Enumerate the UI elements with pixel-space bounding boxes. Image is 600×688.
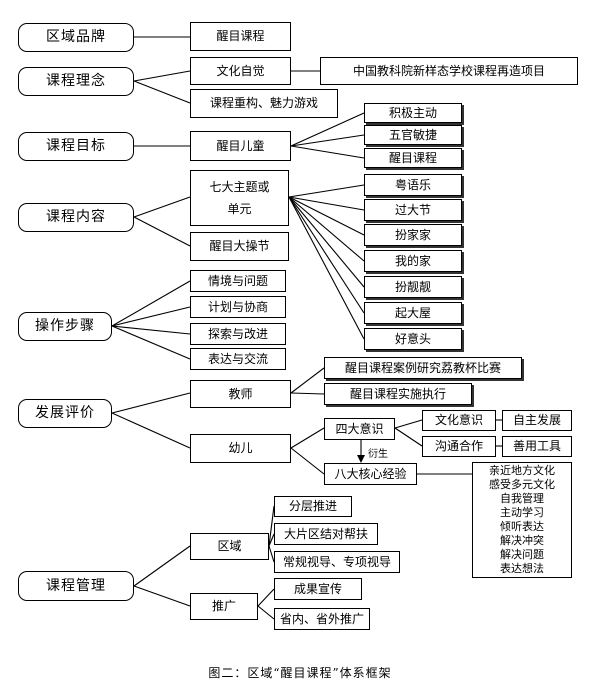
goal-trait-item: 醒目课程: [364, 148, 462, 168]
brand-xingmu-course: 醒目课程: [190, 22, 291, 51]
step-item: 情境与问题: [190, 270, 286, 292]
core-list-item: 主动学习: [500, 505, 544, 519]
core-list-item: 倾听表达: [500, 520, 544, 533]
evaluation-teacher-item: 醒目课程实施执行: [324, 383, 472, 405]
core-list-item: 亲近地方文化: [489, 463, 555, 477]
category-steps: 操作步骤: [18, 312, 112, 341]
category-management: 课程管理: [18, 571, 134, 601]
core-list-item: 解决问题: [500, 548, 544, 562]
content-theme-item: 扮家家: [364, 224, 462, 246]
category-evaluation: 发展评价: [18, 399, 112, 428]
category-content: 课程内容: [18, 203, 134, 232]
category-concept: 课程理念: [18, 67, 134, 96]
core-list-item: 表达想法: [500, 562, 544, 576]
goal-trait-item: 积极主动: [364, 103, 462, 123]
evaluation-eight-core: 八大核心经验: [324, 463, 417, 485]
goal-trait-item: 五官敏捷: [364, 125, 462, 145]
content-theme-item: 过大节: [364, 199, 462, 221]
concept-project: 中国教科院新样态学校课程再造项目: [320, 57, 578, 85]
content-theme-item: 好意头: [364, 328, 462, 350]
content-theme-item: 扮靓靓: [364, 276, 462, 298]
management-promotion-item: 省内、省外推广: [274, 608, 370, 630]
management-region-item: 常规视导、专项视导: [274, 551, 400, 573]
step-item: 探索与改进: [190, 323, 286, 345]
goal-xingmu-children: 醒目儿童: [190, 131, 291, 161]
management-region-item: 分层推进: [274, 496, 352, 517]
evaluation-child: 幼儿: [190, 434, 291, 463]
evaluation-teacher: 教师: [190, 380, 291, 408]
concept-reconstruct: 课程重构、魅力游戏: [190, 89, 338, 118]
evaluation-core-list: 亲近地方文化 感受多元文化 自我管理 主动学习 倾听表达 解决冲突 解决问题 表…: [472, 462, 572, 578]
figure-caption: 图二：区域“醒目课程”体系框架: [208, 666, 392, 680]
evaluation-teacher-item: 醒目课程案例研究荔教杯比赛: [324, 357, 522, 379]
evaluation-use-tools: 善用工具: [502, 436, 572, 457]
content-seven-themes: 七大主题或 单元: [190, 170, 289, 226]
content-seven-themes-line2: 单元: [227, 202, 252, 216]
content-theme-item: 起大屋: [364, 302, 462, 324]
content-theme-item: 我的家: [364, 250, 462, 272]
step-item: 计划与协商: [190, 296, 286, 318]
step-item: 表达与交流: [190, 348, 286, 370]
management-promotion-item: 成果宣传: [274, 578, 362, 600]
management-promotion: 推广: [190, 593, 258, 620]
evaluation-derive-note: 衍生: [368, 449, 388, 460]
evaluation-communication: 沟通合作: [422, 436, 496, 457]
category-brand: 区域品牌: [18, 23, 134, 52]
core-list-item: 感受多元文化: [489, 477, 555, 491]
management-region: 区域: [190, 533, 269, 560]
evaluation-cultural-sense: 文化意识: [422, 410, 496, 431]
core-list-item: 解决冲突: [500, 534, 544, 548]
management-region-item: 大片区结对帮扶: [274, 523, 378, 545]
evaluation-four-awareness: 四大意识: [324, 418, 395, 440]
content-seven-themes-line1: 七大主题或: [209, 179, 270, 194]
content-theme-item: 粤语乐: [364, 174, 462, 196]
content-big-festival: 醒目大操节: [190, 232, 289, 261]
core-list-item: 自我管理: [500, 491, 544, 505]
concept-cultural-awareness: 文化自觉: [190, 57, 291, 85]
evaluation-self-development: 自主发展: [502, 410, 572, 431]
category-goal: 课程目标: [18, 132, 134, 161]
